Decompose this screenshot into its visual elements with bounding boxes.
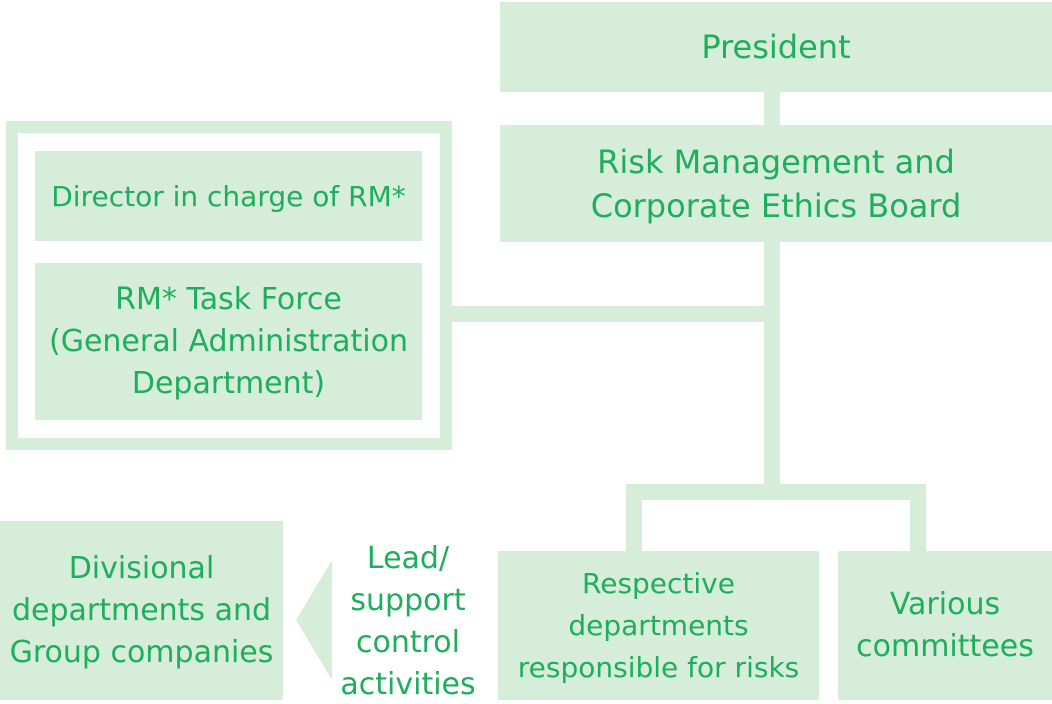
president-box: President: [500, 2, 1052, 92]
connector-president-board: [764, 92, 780, 125]
rm-board-box: Risk Management and Corporate Ethics Boa…: [500, 125, 1052, 242]
various-committees-box: Various committees: [838, 551, 1052, 700]
respective-departments-box: Respective departments responsible for r…: [498, 551, 819, 700]
rm-group-frame: [6, 121, 452, 450]
connector-board-trunk: [764, 242, 780, 488]
director-box: Director in charge of RM*: [35, 151, 422, 241]
divisional-box: Divisional departments and Group compani…: [0, 521, 283, 700]
connector-branch-respective: [626, 484, 642, 551]
task-force-box: RM* Task Force (General Administration D…: [35, 263, 422, 420]
connector-branch-horizontal: [626, 484, 926, 500]
connector-board-to-taskforce-group: [448, 306, 780, 322]
lead-support-label: Lead/ support control activities: [340, 541, 476, 702]
connector-branch-committees: [910, 484, 926, 551]
left-arrow-icon: [296, 560, 332, 680]
